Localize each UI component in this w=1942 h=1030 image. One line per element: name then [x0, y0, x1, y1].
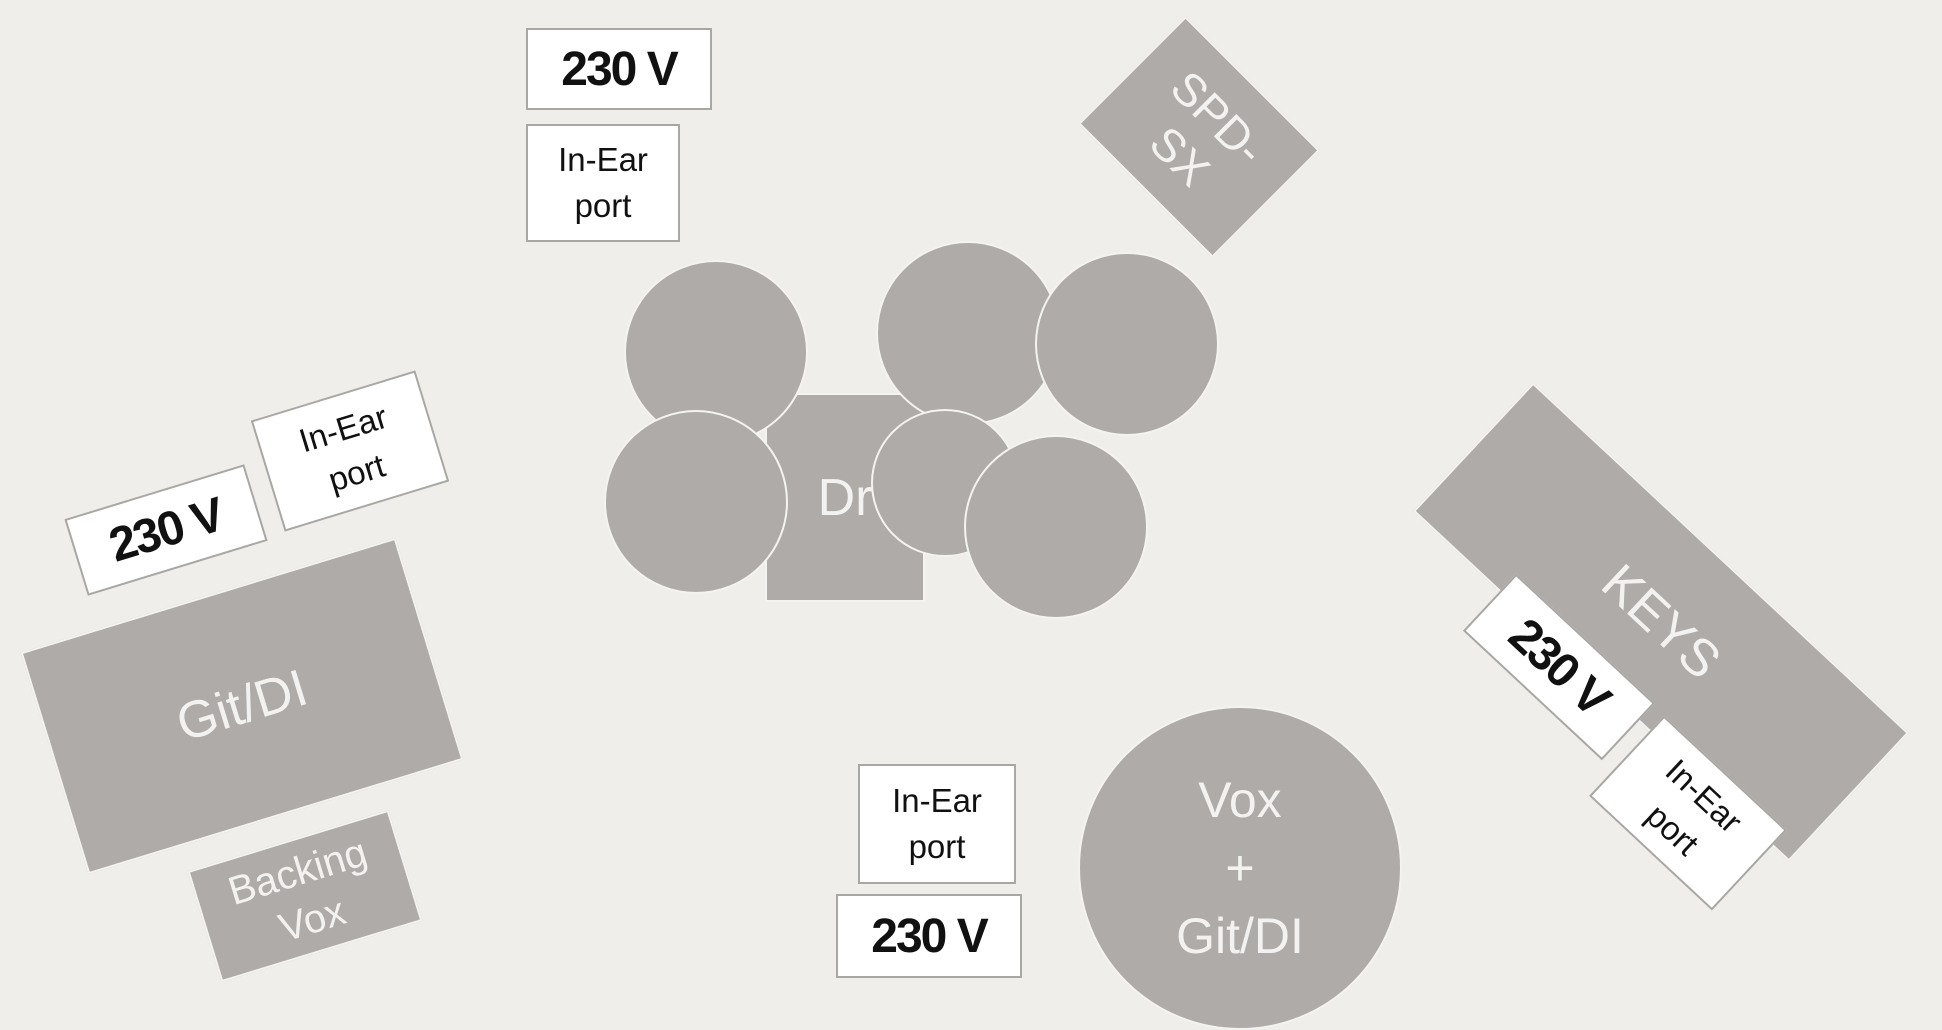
drum-cymbal [964, 435, 1148, 619]
power-outlet-drums: 230 V [526, 28, 712, 110]
drum-tom-3 [1035, 252, 1219, 436]
lead-vox-git-di: Vox + Git/DI [1078, 706, 1402, 1030]
power-outlet-guitar: 230 V [64, 464, 268, 596]
drum-floor-tom [604, 410, 788, 594]
in-ear-port-vox: In-Ear port [858, 764, 1016, 884]
in-ear-port-guitar: In-Ear port [250, 370, 450, 532]
drum-tom-2 [876, 241, 1060, 425]
backing-vox-mic: Backing Vox [187, 809, 423, 983]
in-ear-port-drums: In-Ear port [526, 124, 680, 242]
power-outlet-vox: 230 V [836, 894, 1022, 978]
spd-sx-pad: SPD- SX [1078, 16, 1320, 258]
